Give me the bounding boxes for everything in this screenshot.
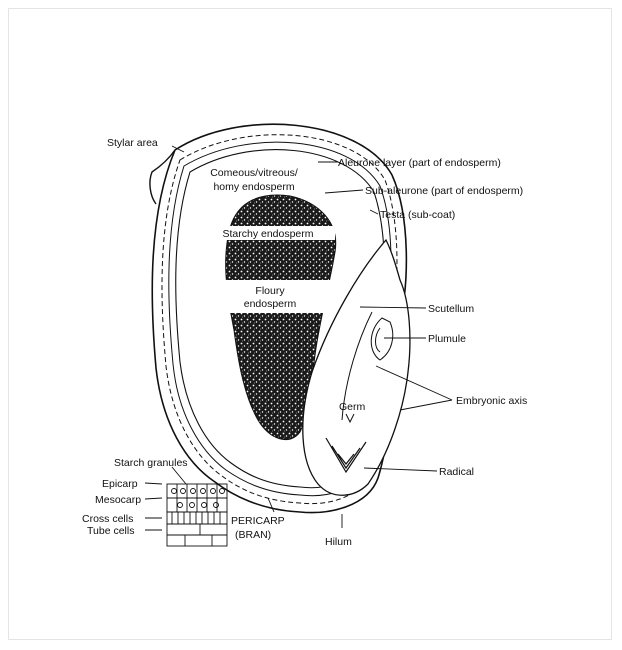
label-corneous-line1: Comeous/vitreous/: [210, 167, 298, 179]
label-floury-line1: Floury: [255, 285, 285, 297]
label-scutellum: Scutellum: [428, 303, 474, 315]
label-cross-cells: Cross cells: [82, 513, 133, 525]
label-sub-aleurone: Sub-aleurone (part of endosperm): [365, 185, 523, 197]
label-tube-cells: Tube cells: [87, 525, 134, 537]
label-starchy-endosperm: Starchy endosperm: [222, 228, 313, 240]
label-testa: Testa (sub-coat): [380, 209, 455, 221]
label-epicarp: Epicarp: [102, 478, 138, 490]
label-corneous-line2: homy endosperm: [213, 181, 294, 193]
label-floury-line2: endosperm: [244, 298, 297, 310]
label-radical: Radical: [439, 466, 474, 478]
label-stylar-area: Stylar area: [107, 137, 158, 149]
label-pericarp: PERICARP: [231, 515, 285, 527]
label-embryonic-axis: Embryonic axis: [456, 395, 527, 407]
label-mesocarp: Mesocarp: [95, 494, 141, 506]
bran-cells-inset: [167, 484, 227, 546]
label-starch-granules: Starch granules: [114, 457, 188, 469]
label-germ: Germ: [339, 401, 366, 413]
label-bran: (BRAN): [235, 529, 271, 541]
label-aleurone-layer: Aleurone layer (part of endosperm): [338, 157, 501, 169]
label-hilum: Hilum: [325, 536, 352, 548]
label-plumule: Plumule: [428, 333, 466, 345]
